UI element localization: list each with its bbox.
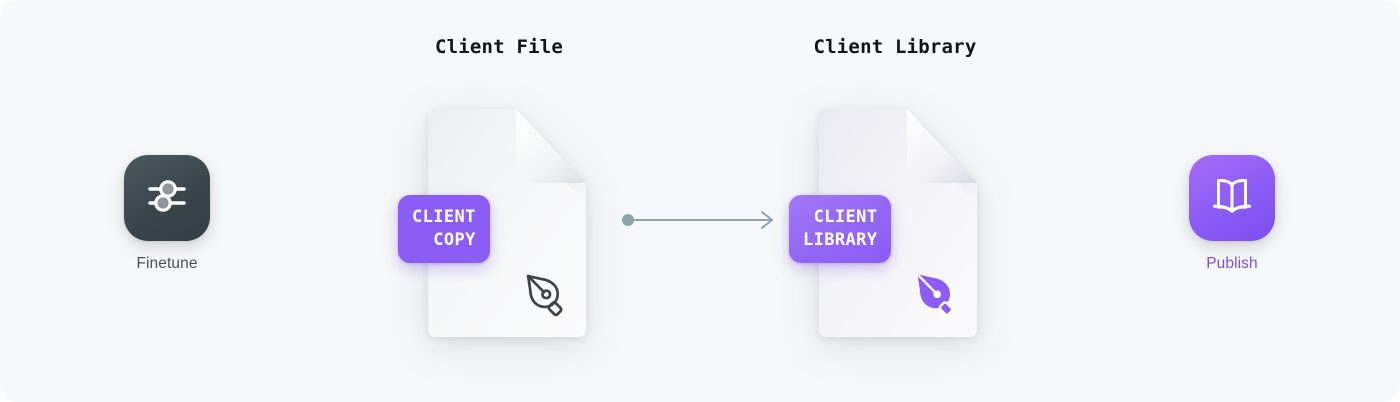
badge-line-1: CLIENT	[412, 207, 476, 227]
badge-line-2: COPY	[433, 229, 476, 250]
document-client-file[interactable]: CLIENT COPY	[398, 107, 588, 339]
pen-nib-icon	[520, 269, 572, 321]
arrow-head	[761, 211, 773, 229]
flow-arrow	[620, 205, 780, 235]
column-title-client-file: Client File	[434, 36, 564, 58]
column-title-client-library: Client Library	[813, 36, 977, 58]
node-publish[interactable]: Publish	[1142, 155, 1322, 273]
pen-nib-icon	[911, 269, 963, 321]
document-client-library[interactable]: CLIENT LIBRARY	[789, 107, 979, 339]
publish-app-tile[interactable]	[1189, 155, 1275, 241]
node-finetune[interactable]: Finetune	[77, 155, 257, 273]
badge-line-1: CLIENT	[813, 207, 878, 227]
badge-client-library: CLIENT LIBRARY	[789, 195, 892, 264]
finetune-label: Finetune	[136, 255, 198, 272]
open-book-icon	[1206, 170, 1258, 227]
badge-client-copy: CLIENT COPY	[398, 195, 490, 264]
publish-label: Publish	[1206, 255, 1258, 272]
badge-line-2: LIBRARY	[803, 229, 878, 250]
sliders-icon	[141, 170, 193, 227]
arrow-start-dot	[622, 214, 634, 226]
finetune-app-tile[interactable]	[124, 155, 210, 241]
